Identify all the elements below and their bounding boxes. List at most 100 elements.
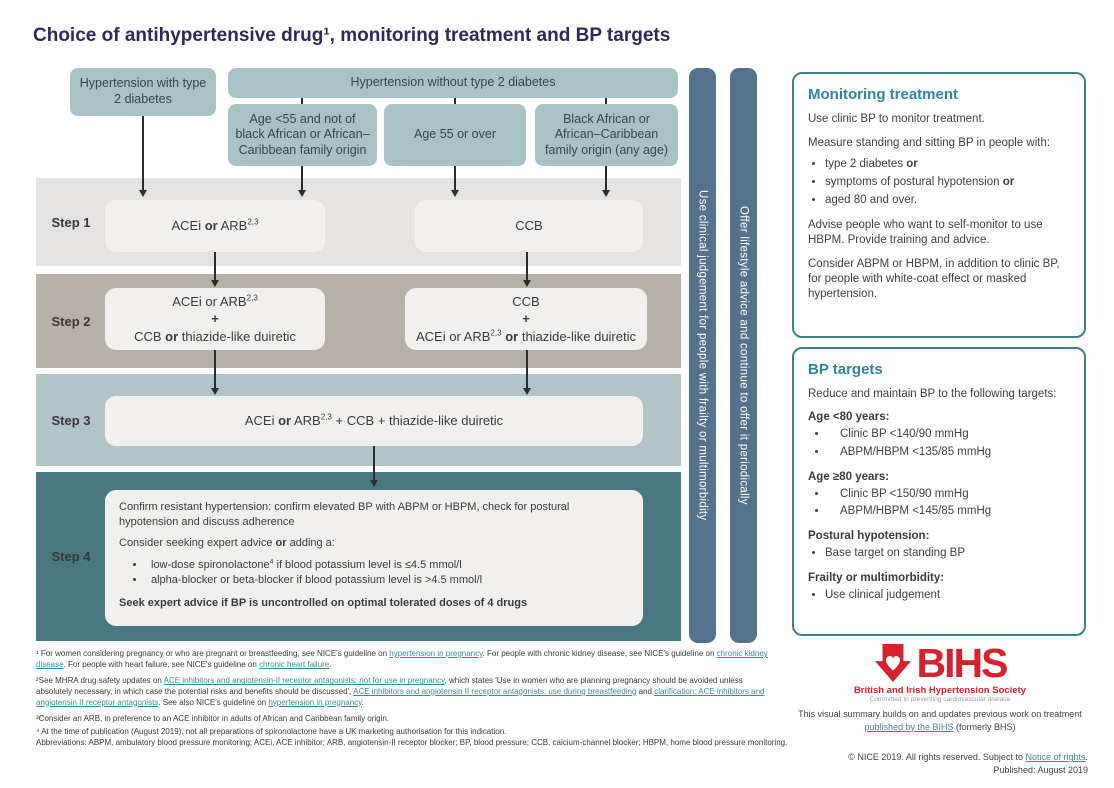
panel-title: Monitoring treatment	[808, 86, 958, 103]
list-item: Use clinical judgement	[825, 587, 1070, 605]
panel-text: Measure standing and sitting BP in peopl…	[808, 136, 1051, 149]
inline-link[interactable]: hypertension in pregnancy	[389, 649, 483, 658]
step4-label: Step 4	[51, 549, 91, 564]
list-item: Base target on standing BP	[825, 545, 1070, 563]
arrowhead-icon	[210, 388, 219, 395]
list-item: ABPM/HBPM <135/85 mmHg	[828, 444, 1070, 462]
bihs-arrow-heart-icon	[874, 644, 911, 682]
copyright-block: © NICE 2019. All rights reserved. Subjec…	[698, 751, 1088, 776]
flow-box-label: Hypertension without type 2 diabetes	[350, 75, 556, 90]
connector-line	[214, 252, 216, 281]
step2-right-box: CCB + ACEi or ARB2,3 or thiazide-like du…	[405, 288, 647, 350]
bp-group-heading: Postural hypotension:	[808, 530, 930, 543]
inline-link[interactable]: ACE inhibitors and angiotensin-II recept…	[163, 676, 445, 686]
step2-left-box: ACEi or ARB2,3 + CCB or thiazide-like du…	[105, 288, 325, 350]
step1-acei-arb-box: ACEi or ARB2,3	[105, 200, 325, 252]
bihs-logo: BIHS	[794, 642, 1086, 684]
arrowhead-icon	[138, 190, 147, 197]
flow-box-label: Hypertension with type 2 diabetes	[79, 76, 207, 106]
abbreviations-text: Abbreviations: ABPM, ambulatory blood pr…	[36, 738, 788, 747]
list-item: alpha-blocker or beta-blocker if blood p…	[146, 573, 629, 589]
connector-line	[454, 98, 456, 104]
bp-group-heading: Age <80 years:	[808, 410, 890, 423]
flow-box-age-under-55: Age <55 and not of black African or Afri…	[228, 104, 377, 166]
arrowhead-icon	[601, 190, 610, 197]
bp-targets-panel: BP targets Reduce and maintain BP to the…	[792, 347, 1086, 636]
footnote-3: ³Consider an ARB, in preference to an AC…	[36, 714, 390, 724]
connector-line	[526, 252, 528, 281]
footnote-1: ¹ For women considering pregnancy or who…	[36, 649, 768, 669]
clinical-judgement-bar-text: Use clinical judgement for people with f…	[696, 190, 709, 521]
copyright-line: © NICE 2019. All rights reserved. Subjec…	[848, 752, 1088, 762]
bp-group-list: Base target on standing BP	[808, 545, 1070, 563]
flow-box-hypertension-with-diabetes: Hypertension with type 2 diabetes	[70, 68, 216, 116]
step2-label: Step 2	[51, 314, 91, 329]
connector-line	[214, 350, 216, 389]
bp-group-list: Use clinical judgement	[808, 587, 1070, 605]
step1-label: Step 1	[51, 215, 91, 230]
bihs-wordmark: BIHS	[916, 639, 1009, 686]
drug-option-text: CCB	[515, 217, 543, 233]
bihs-note-text: This visual summary builds on and update…	[798, 709, 1082, 732]
connector-line	[301, 98, 303, 104]
list-item: Clinic BP <140/90 mmHg	[828, 426, 1070, 444]
flow-box-label: Age 55 or over	[414, 127, 496, 142]
step3-label: Step 3	[51, 413, 91, 428]
step4-expert-advice-text: Seek expert advice if BP is uncontrolled…	[119, 597, 528, 610]
flow-box-label: Age <55 and not of black African or Afri…	[235, 111, 370, 157]
step4-box: Confirm resistant hypertension: confirm …	[105, 490, 643, 626]
list-item: symptoms of postural hypotension or	[825, 174, 1070, 192]
connector-line	[605, 166, 607, 191]
bihs-logo-block: BIHS British and Irish Hypertension Soci…	[794, 642, 1086, 703]
drug-option-text: ACEi or ARB2,3 + CCB + thiazide-like dui…	[244, 412, 504, 428]
monitoring-list: type 2 diabetes or symptoms of postural …	[808, 156, 1070, 209]
list-item: low-dose spironolactone4 if blood potass…	[146, 558, 629, 574]
panel-text: Consider ABPM or HBPM, in addition to cl…	[808, 258, 1060, 301]
drug-option-text: CCB	[512, 293, 540, 309]
connector-line	[373, 446, 375, 481]
page-title: Choice of antihypertensive drug¹, monito…	[33, 25, 671, 46]
inline-link[interactable]: Notice of rights	[1025, 752, 1086, 762]
flow-box-age-55-or-over: Age 55 or over	[384, 104, 526, 166]
list-item: Clinic BP <150/90 mmHg	[828, 486, 1070, 504]
connector-line	[454, 166, 456, 191]
arrowhead-icon	[450, 190, 459, 197]
step4-consider-text: Consider seeking expert advice or adding…	[119, 537, 335, 550]
bp-group-heading: Age ≥80 years:	[808, 470, 890, 483]
footnote-2: ²See MHRA drug safety updates on ACE inh…	[36, 676, 765, 707]
bp-group-heading: Frailty or multimorbidity:	[808, 572, 945, 584]
list-item: type 2 diabetes or	[825, 156, 1070, 174]
plus-text: +	[211, 311, 219, 327]
flow-box-label: Black African or African–Caribbean famil…	[545, 111, 668, 157]
step4-options-list: low-dose spironolactone4 if blood potass…	[119, 558, 629, 590]
list-item: aged 80 and over.	[825, 192, 1070, 210]
inline-link[interactable]: clarification: ACE inhibitors and angiot…	[36, 686, 765, 707]
inline-link[interactable]: chronic kidney disease	[36, 649, 768, 669]
panel-text: Advise people who want to self-monitor t…	[808, 219, 1043, 247]
arrowhead-icon	[210, 280, 219, 287]
inline-link[interactable]: chronic heart failure	[259, 659, 330, 669]
step3-box: ACEi or ARB2,3 + CCB + thiazide-like dui…	[105, 396, 643, 446]
inline-link[interactable]: hypertension in pregnancy	[268, 697, 362, 707]
lifestyle-advice-bar: Offer lifestyle advice and continue to o…	[730, 68, 757, 643]
plus-text: +	[522, 311, 530, 327]
bihs-tagline: Committed to preventing cardiovascular d…	[869, 696, 1011, 703]
panel-title: BP targets	[808, 361, 883, 378]
connector-line	[605, 98, 607, 104]
bihs-org-name: British and Irish Hypertension Society	[853, 685, 1027, 696]
drug-option-text: CCB or thiazide-like duiretic	[134, 328, 296, 344]
connector-line	[142, 116, 144, 191]
panel-text: Use clinic BP to monitor treatment.	[808, 113, 985, 125]
flow-box-hypertension-without-diabetes: Hypertension without type 2 diabetes	[228, 68, 678, 98]
bp-group-list: Clinic BP <150/90 mmHg ABPM/HBPM <145/85…	[808, 486, 1070, 522]
footnotes: ¹ For women considering pregnancy or who…	[36, 649, 773, 739]
step4-confirm-text: Confirm resistant hypertension: confirm …	[119, 501, 570, 528]
inline-link[interactable]: ACE inhibitors and angiotensin II recept…	[353, 686, 637, 696]
bp-group-list: Clinic BP <140/90 mmHg ABPM/HBPM <135/85…	[808, 426, 1070, 462]
inline-link[interactable]: published by the BIHS	[864, 721, 954, 732]
clinical-judgement-bar: Use clinical judgement for people with f…	[689, 68, 716, 643]
panel-text: Reduce and maintain BP to the following …	[808, 388, 1057, 400]
step1-ccb-box: CCB	[415, 200, 643, 252]
connector-line	[526, 350, 528, 389]
